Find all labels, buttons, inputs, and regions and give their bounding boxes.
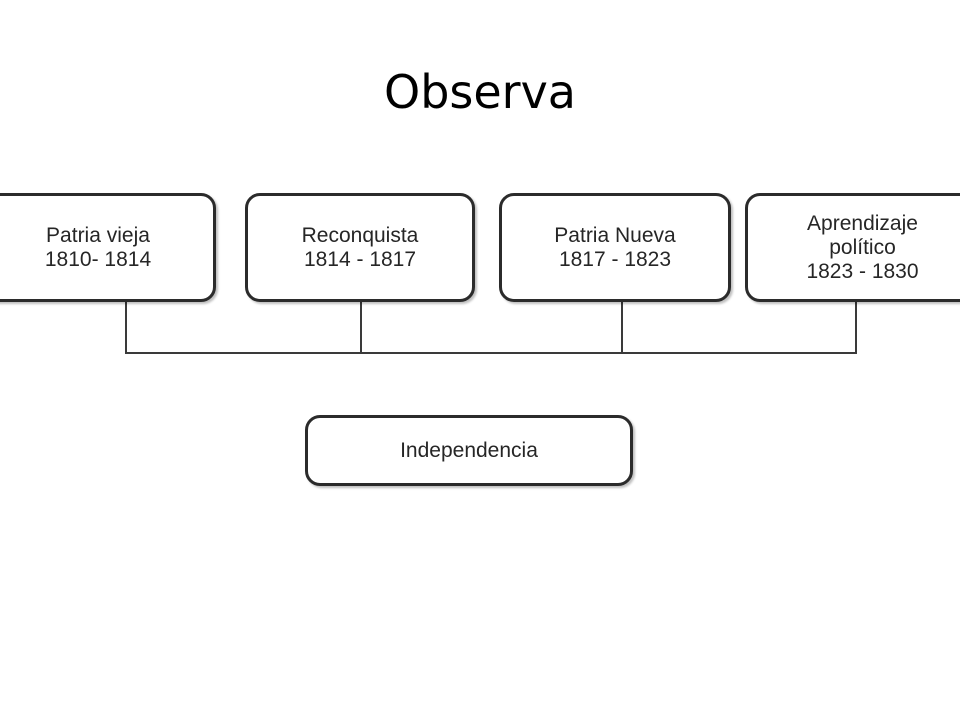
period-years: 1810- 1814 — [44, 247, 152, 271]
period-box-aprendizaje-politico: Aprendizaje político 1823 - 1830 — [745, 193, 960, 302]
period-years: 1814 - 1817 — [303, 247, 417, 271]
period-box-reconquista: Reconquista 1814 - 1817 — [245, 193, 475, 302]
period-years: 1823 - 1830 — [806, 259, 919, 283]
period-years: 1817 - 1823 — [558, 247, 672, 271]
period-name-line-2: político — [829, 235, 896, 259]
period-name-line-1: Aprendizaje — [807, 211, 918, 235]
result-box-independencia: Independencia — [305, 415, 633, 486]
slide-title: Observa — [384, 65, 576, 119]
period-box-patria-vieja: Patria vieja 1810- 1814 — [0, 193, 216, 302]
result-label: Independencia — [400, 438, 538, 462]
period-name: Reconquista — [301, 223, 419, 247]
period-name: Patria Nueva — [554, 223, 676, 247]
period-box-patria-nueva: Patria Nueva 1817 - 1823 — [499, 193, 731, 302]
period-name: Patria vieja — [46, 223, 150, 247]
